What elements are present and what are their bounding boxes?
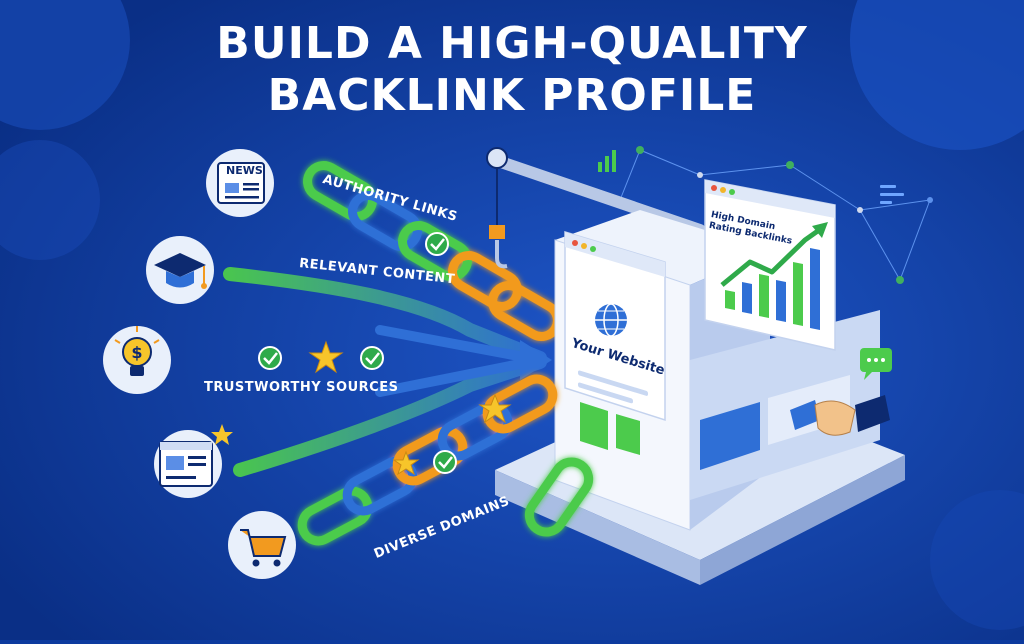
bg-circle-top-right (850, 0, 1024, 150)
source-shopping-cart (228, 511, 296, 579)
network-decoration (617, 146, 933, 284)
label-trustworthy-sources: TRUSTWORTHY SOURCES (204, 380, 399, 395)
bg-circle-top-left (0, 0, 130, 130)
checkmark-icon (425, 232, 449, 256)
handshake-icon (790, 395, 890, 436)
trust-checks (258, 340, 384, 374)
website-window (564, 230, 666, 455)
chat-bubble-icon (860, 348, 892, 380)
chart-window (704, 179, 836, 351)
arrow-head (520, 340, 552, 380)
dash-decoration (880, 185, 904, 204)
mini-bars-decoration (598, 150, 616, 172)
news-label: NEWS (226, 164, 263, 177)
source-lightbulb: $ (103, 326, 171, 394)
svg-text:$: $ (131, 343, 142, 362)
source-webpage-star (154, 424, 233, 498)
page-title-line-2: BACKLINK PROFILE (267, 70, 757, 121)
page-title-line-1: BUILD A HIGH-QUALITY (216, 18, 808, 69)
bg-circle-bottom-right (930, 490, 1024, 630)
source-news (206, 149, 274, 217)
bg-circle-left (0, 140, 100, 260)
source-graduation-cap (146, 236, 214, 304)
lower-chain-badges (392, 393, 512, 476)
